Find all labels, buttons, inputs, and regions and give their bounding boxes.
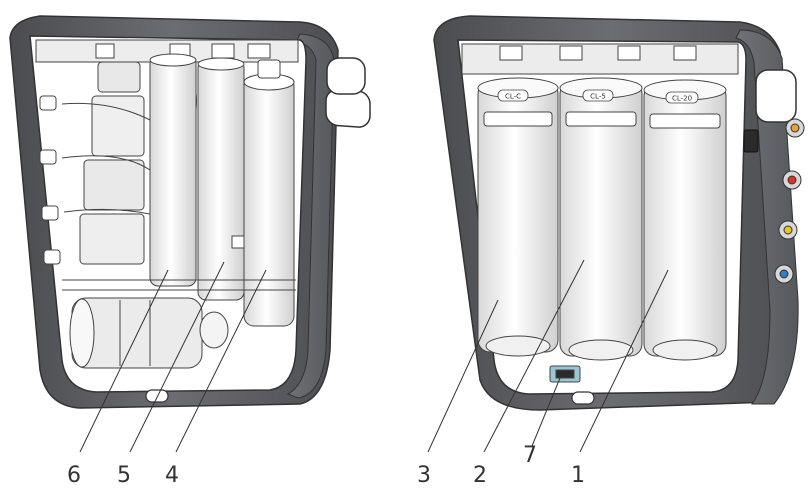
callout-5: 5	[117, 463, 131, 488]
power-switch	[743, 129, 759, 153]
part-4-cylinder	[243, 75, 295, 327]
right-bottom-slot	[571, 391, 595, 405]
part-6-cylinder	[149, 55, 197, 287]
leader-7	[531, 377, 561, 447]
right-handle	[755, 69, 797, 123]
callout-4: 4	[165, 463, 179, 488]
leader-5	[129, 261, 225, 453]
filter-labels: CL-C CL-5 CL-20	[497, 89, 699, 104]
filter-label-left: CL-C	[505, 93, 521, 101]
leader-3	[427, 299, 499, 453]
ports	[774, 118, 805, 284]
callout-3: 3	[417, 463, 431, 488]
part-5-cylinder	[197, 59, 245, 301]
right-unit: CL-C CL-5 CL-20	[433, 15, 805, 411]
leader-4	[175, 269, 267, 453]
left-handle	[326, 57, 366, 95]
callout-6: 6	[67, 463, 81, 488]
left-side-shell	[286, 33, 335, 399]
left-internals	[35, 39, 299, 369]
leader-lines	[79, 259, 669, 453]
right-internals	[461, 43, 739, 383]
callout-7: 7	[523, 443, 537, 468]
left-unit	[9, 15, 371, 409]
callout-1: 1	[571, 463, 585, 488]
right-side-panel	[735, 29, 799, 405]
callout-numbers: 6 5 4 3 2 7 1	[67, 443, 585, 488]
leader-2	[483, 259, 585, 453]
leader-6	[79, 269, 169, 453]
left-bottom-slot	[145, 389, 169, 403]
filter-label-middle: CL-5	[590, 93, 606, 101]
filter-label-right: CL-20	[672, 95, 692, 103]
leader-1	[579, 269, 669, 453]
callout-2: 2	[473, 463, 487, 488]
